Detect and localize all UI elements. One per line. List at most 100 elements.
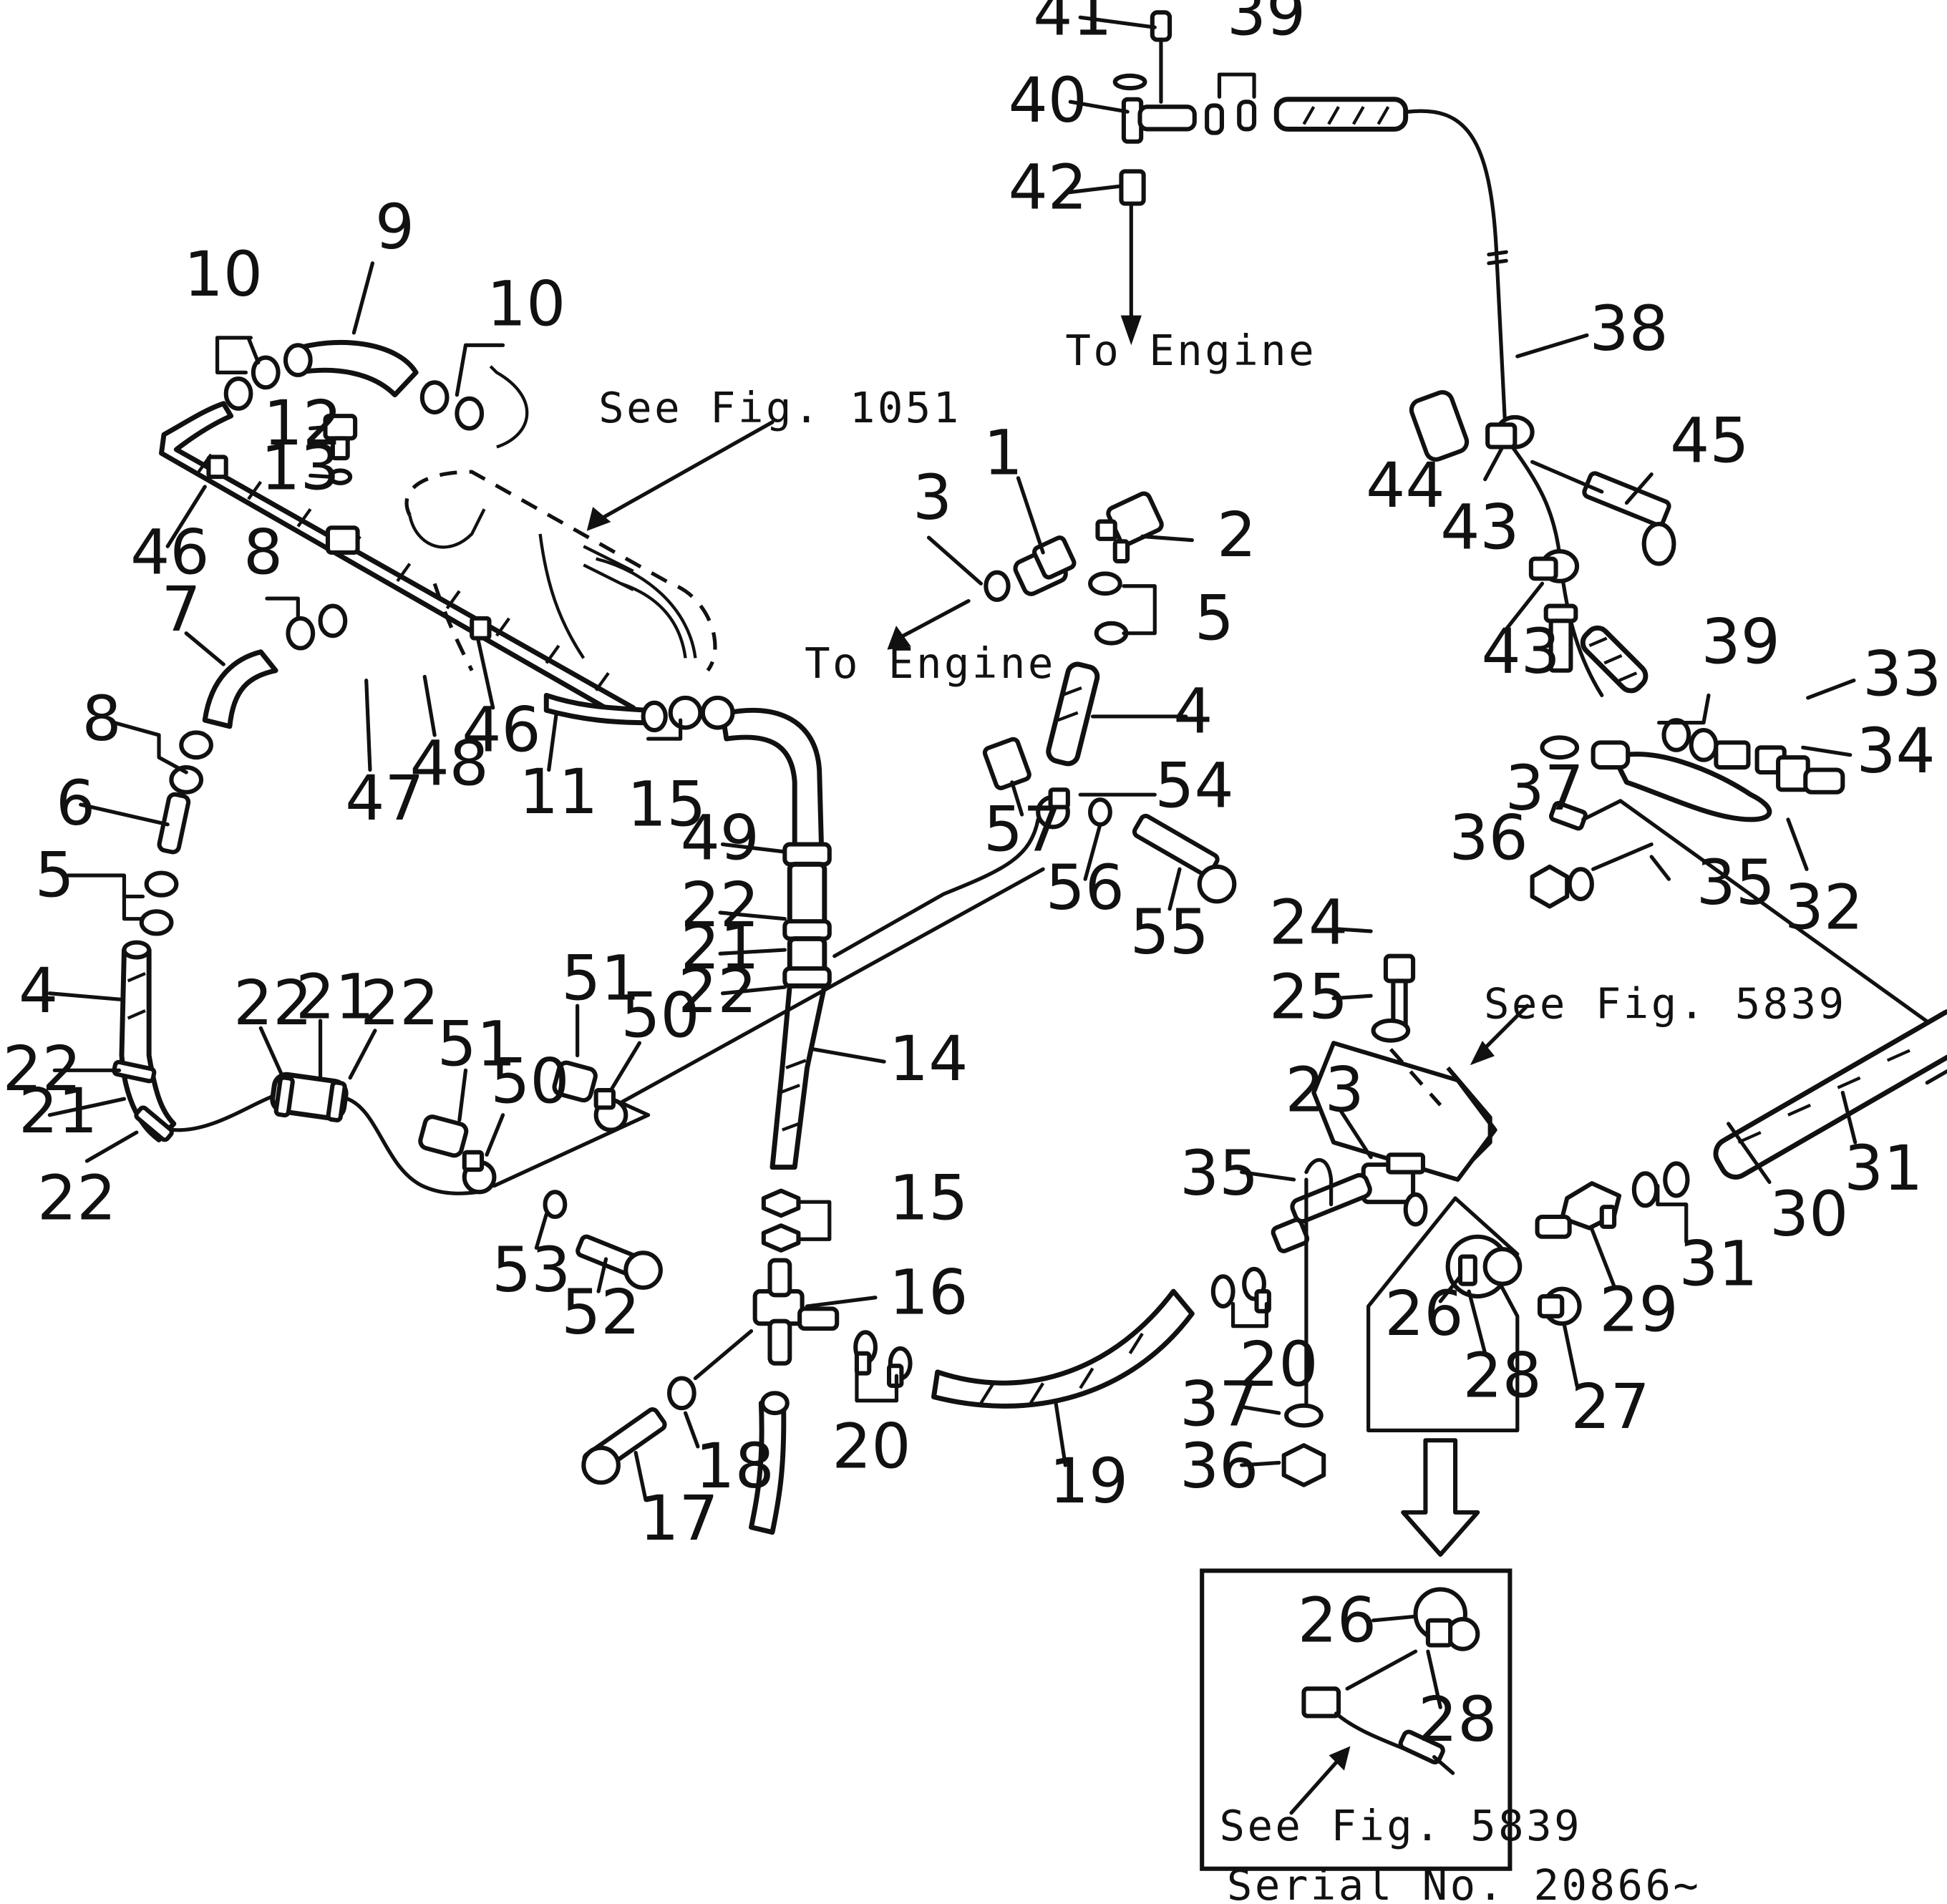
callout-41: 41 <box>1033 0 1112 50</box>
callout-19: 19 <box>1049 1445 1128 1517</box>
callout-21-mid: 21 <box>681 911 759 983</box>
callout-39-top: 39 <box>1227 0 1306 50</box>
center-right-manifold <box>1210 953 1497 1487</box>
callout-28-main: 28 <box>1462 1340 1541 1412</box>
callout-5-mid: 5 <box>1195 582 1234 654</box>
callout-7: 7 <box>162 573 201 646</box>
callout-43-lower: 43 <box>1481 616 1560 688</box>
callout-14: 14 <box>889 1023 968 1095</box>
callout-22-hose-left: 22 <box>233 967 312 1039</box>
callout-23: 23 <box>1285 1054 1364 1127</box>
callout-24: 24 <box>1269 886 1348 958</box>
serial-number-label: Serial No. 20866~ <box>1227 1860 1701 1904</box>
callout-36-right: 36 <box>1449 802 1528 874</box>
callout-37-center: 37 <box>1180 1368 1258 1440</box>
tank-outline <box>404 365 717 672</box>
callout-4-mid: 4 <box>1173 675 1213 747</box>
callout-20-right: 20 <box>1239 1329 1318 1401</box>
callout-16: 16 <box>889 1256 968 1329</box>
callout-54: 54 <box>1155 750 1233 822</box>
callout-3: 3 <box>913 462 952 534</box>
callout-50-right: 50 <box>621 979 699 1051</box>
lower-left-hose <box>270 867 1045 1290</box>
callout-29: 29 <box>1599 1274 1678 1346</box>
callout-35-center: 35 <box>1180 1137 1258 1210</box>
callout-30: 30 <box>1769 1178 1848 1250</box>
to-engine-label-mid: To Engine <box>805 638 1056 688</box>
callout-34: 34 <box>1856 715 1935 787</box>
callout-17: 17 <box>639 1482 718 1555</box>
callout-48: 48 <box>409 727 488 800</box>
callout-4-left: 4 <box>19 955 58 1027</box>
callout-39-right: 39 <box>1701 606 1780 678</box>
callout-51-left: 51 <box>437 1008 516 1080</box>
callout-26-main: 26 <box>1384 1278 1463 1350</box>
see-fig-1051: See Fig. 1051 <box>598 383 961 432</box>
callout-26-inset: 26 <box>1298 1584 1377 1656</box>
callout-22-mid-upper: 22 <box>681 869 759 941</box>
callout-9: 9 <box>375 191 414 263</box>
tee-fitting-32-group <box>1530 603 1947 1085</box>
callout-51-right: 51 <box>561 942 640 1014</box>
callout-10-left: 10 <box>184 238 263 311</box>
callout-1: 1 <box>984 417 1023 490</box>
tee-fitting-16-group <box>581 1188 840 1535</box>
callout-45: 45 <box>1670 404 1749 477</box>
callout-49: 49 <box>681 802 759 874</box>
callout-20-lower: 20 <box>832 1410 911 1482</box>
callout-28-inset: 28 <box>1418 1684 1497 1756</box>
callout-22-mid-lower: 22 <box>678 955 757 1027</box>
callout-55: 55 <box>1130 896 1209 968</box>
left-hose-loop <box>112 339 735 1142</box>
callout-53: 53 <box>492 1234 570 1306</box>
see-fig-5839-inset: See Fig. 5839 <box>1219 1801 1582 1850</box>
callout-33: 33 <box>1863 638 1941 710</box>
callout-6: 6 <box>56 767 95 840</box>
callout-56: 56 <box>1046 852 1125 924</box>
callout-42: 42 <box>1009 151 1087 223</box>
callout-8-lower: 8 <box>82 683 121 755</box>
callout-21-left: 21 <box>19 1075 97 1147</box>
callout-11: 11 <box>519 756 598 828</box>
callout-52: 52 <box>561 1276 640 1349</box>
callout-31-right: 31 <box>1844 1132 1923 1205</box>
callout-8-upper: 8 <box>243 516 283 588</box>
callout-18: 18 <box>695 1430 774 1502</box>
callout-22-left-upper: 22 <box>2 1033 81 1105</box>
callout-5-left: 5 <box>35 839 74 911</box>
callout-22-left-lower: 22 <box>37 1162 116 1234</box>
callout-21-hose: 21 <box>296 961 374 1033</box>
callout-46-right: 46 <box>462 694 540 766</box>
callout-57: 57 <box>984 793 1062 865</box>
callout-40: 40 <box>1009 64 1087 137</box>
callout-46-left: 46 <box>130 516 209 588</box>
callout-15-upper: 15 <box>627 769 706 841</box>
callout-10-right: 10 <box>487 268 565 340</box>
serial-inset <box>1200 1568 1513 1871</box>
callout-50-left: 50 <box>490 1045 569 1117</box>
callout-31-lower: 31 <box>1679 1228 1757 1300</box>
callout-38: 38 <box>1589 293 1668 365</box>
callout-25: 25 <box>1269 961 1348 1033</box>
callout-43-upper: 43 <box>1440 492 1519 564</box>
callout-2: 2 <box>1217 499 1256 571</box>
callout-12: 12 <box>263 387 342 460</box>
vertical-hose-14-assembly <box>720 707 832 1170</box>
callout-22-hose-right: 22 <box>360 967 439 1039</box>
clamp-assembly-right <box>1409 390 1676 698</box>
leader-lines <box>47 15 1858 1709</box>
see-fig-5839-main: See Fig. 5839 <box>1484 978 1847 1028</box>
callout-32: 32 <box>1785 872 1863 944</box>
to-engine-label-top: To Engine <box>1065 326 1316 375</box>
hose-19-assembly <box>853 1288 1195 1409</box>
callout-36-center: 36 <box>1180 1430 1258 1502</box>
callout-15-lower: 15 <box>889 1162 968 1234</box>
drain-cock-assembly <box>1112 10 1508 424</box>
callout-35-right: 35 <box>1696 847 1775 919</box>
callout-37-right: 37 <box>1505 752 1583 825</box>
callout-47: 47 <box>345 762 424 835</box>
callout-27: 27 <box>1570 1371 1649 1443</box>
callout-44: 44 <box>1366 450 1445 522</box>
